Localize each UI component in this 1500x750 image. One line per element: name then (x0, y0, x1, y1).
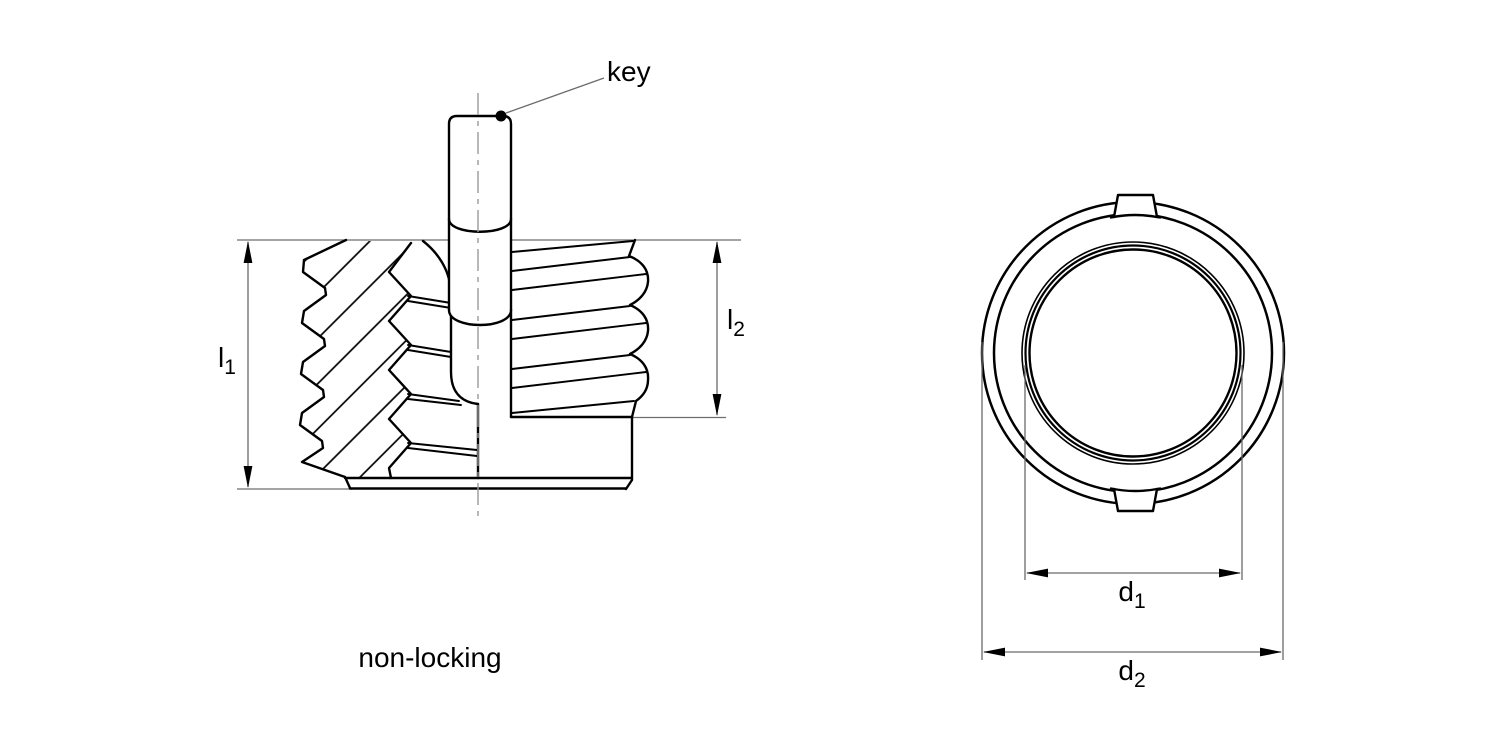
dimension-d2: d2 (981, 342, 1284, 692)
bore-circle (1028, 248, 1238, 458)
d2-arrow-right (1260, 647, 1282, 657)
bottom-left-chamfer (343, 475, 352, 490)
key (447, 114, 513, 327)
key-leader-dot (495, 110, 507, 122)
key-tab-bottom-fill (1113, 488, 1158, 511)
variant-caption: non-locking (358, 642, 501, 673)
d2-label: d2 (1118, 655, 1145, 692)
thread-pitch-circle (1024, 244, 1242, 462)
key-label: key (607, 56, 651, 87)
internal-thread-flank-lines-right (511, 240, 647, 414)
outer-chamfer-circle (992, 212, 1274, 494)
key-callout: key (495, 56, 651, 122)
key-tab-top-base-arc (1109, 213, 1162, 219)
dimension-d1: d1 (1024, 365, 1243, 613)
external-thread-right-edge (624, 238, 650, 491)
dimension-l2: l2 (712, 241, 745, 416)
l1-arrow-down (243, 466, 253, 488)
section-hatch-fill (300, 240, 411, 478)
key-bottom-cap (447, 308, 513, 327)
internal-thread-chevrons (387, 241, 413, 480)
key-tab-bottom-base-arc (1109, 487, 1162, 493)
external-thread-left-edge (298, 238, 348, 479)
key-leader-line (505, 77, 605, 114)
side-section-view: l1 l2 key non-locking (218, 56, 745, 673)
key-tab-top-fill (1113, 195, 1158, 218)
concentric-circles (980, 200, 1286, 506)
insert-body-section (298, 238, 633, 490)
d1-label: d1 (1118, 576, 1145, 613)
outer-diameter-circle (980, 200, 1286, 506)
key-neck-arc (447, 217, 513, 233)
key-body-fill (449, 116, 511, 325)
key-tab-top (1109, 193, 1162, 219)
key-outline (447, 114, 513, 312)
l2-arrow-up (712, 241, 722, 263)
key-tab-top-outline (1112, 193, 1159, 219)
top-view: d1 d2 (980, 193, 1286, 692)
key-tab-bottom (1109, 487, 1162, 513)
l2-label: l2 (727, 304, 745, 341)
dimension-l1: l1 (218, 241, 253, 488)
l1-arrow-up (243, 241, 253, 263)
l1-label: l1 (218, 342, 236, 379)
l2-arrow-down (712, 394, 722, 416)
d1-arrow-right (1219, 568, 1241, 578)
d1-arrow-left (1026, 568, 1048, 578)
thread-major-circle (1021, 241, 1245, 465)
internal-thread-flank-lines-left (407, 295, 478, 457)
d2-arrow-left (983, 647, 1005, 657)
key-tab-bottom-outline (1112, 487, 1159, 513)
